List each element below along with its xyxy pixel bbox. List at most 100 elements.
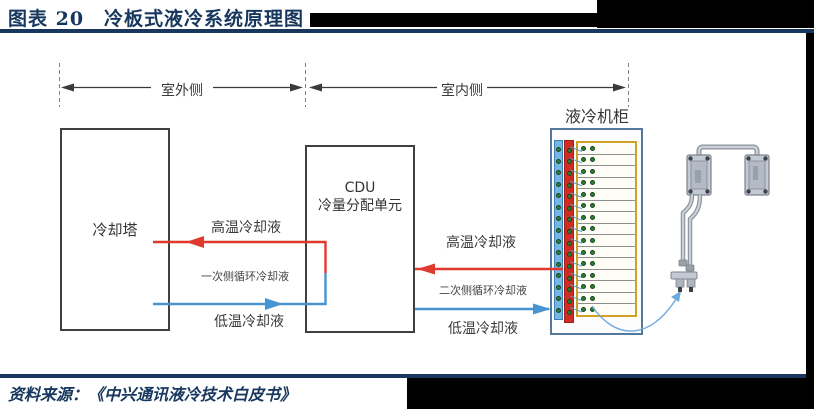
manifold-port-dot: [556, 273, 561, 279]
secondary-cold-coolant-label: 低温冷却液: [448, 321, 518, 337]
hot-manifold: [564, 140, 574, 323]
server-rows: [576, 141, 637, 317]
manifold-port-dot: [566, 147, 572, 153]
server-port-dot: [581, 145, 586, 151]
manifold-port-dot: [556, 216, 561, 222]
server-row: [578, 201, 635, 213]
server-row: [578, 258, 635, 270]
manifold-port-dot: [566, 298, 572, 304]
cdu-label-line2: 冷量分配单元: [318, 198, 402, 214]
manifold-port-dot: [566, 194, 572, 200]
cooling-tower-box: 冷却塔: [60, 128, 170, 331]
server-port-dot: [590, 272, 595, 278]
server-port-dot: [590, 249, 595, 255]
source-attribution: 资料来源： 《中兴通讯液冷技术白皮书》: [8, 385, 297, 404]
quick-connect-flange: [670, 271, 698, 280]
server-port-dot: [590, 168, 595, 174]
server-port-dot: [590, 226, 595, 232]
manifold-port-dot: [556, 296, 561, 302]
manifold-port-dot: [566, 170, 572, 176]
secondary-hot-coolant-label: 高温冷却液: [446, 235, 516, 251]
cold-plate-right: [744, 154, 770, 196]
server-port-dot: [581, 203, 586, 209]
server-port-dot: [590, 180, 595, 186]
manifold-port-dot: [566, 240, 572, 246]
primary-loop-label: 一次侧循环冷却液: [201, 270, 289, 283]
server-port-dot: [581, 238, 586, 244]
server-row: [578, 247, 635, 259]
primary-cold-arrowhead: [265, 298, 283, 310]
cooling-tower-label: 冷却塔: [92, 221, 138, 239]
server-port-dot: [581, 249, 586, 255]
cdu-box: CDU 冷量分配单元: [305, 145, 415, 333]
server-port-dot: [590, 203, 595, 209]
server-row: [578, 189, 635, 201]
server-port-dot: [590, 261, 595, 267]
manifold-port-dot: [556, 261, 561, 267]
primary-hot-coolant-label: 高温冷却液: [211, 220, 281, 236]
server-port-dot: [590, 295, 595, 301]
manifold-port-dot: [556, 307, 561, 313]
server-port-dot: [590, 191, 595, 197]
manifold-port-dot: [556, 158, 561, 164]
server-row: [578, 281, 635, 293]
server-port-dot: [581, 168, 586, 174]
manifold-port-dot: [556, 238, 561, 244]
indoor-side-label: 室内侧: [441, 83, 483, 99]
server-row: [578, 155, 635, 167]
server-port-dot: [581, 191, 586, 197]
figure-title: 图表 20 冷板式液冷系统原理图: [8, 8, 305, 30]
server-port-dot: [581, 272, 586, 278]
header-rule: [0, 29, 814, 33]
boundary-dashed-lines: [59, 63, 629, 107]
secondary-cold-arrowhead: [533, 303, 551, 315]
manifold-port-dot: [566, 205, 572, 211]
cropped-dark-region-top-right: [597, 0, 814, 28]
server-row: [578, 235, 635, 247]
server-port-dot: [590, 157, 595, 163]
server-port-dot: [590, 238, 595, 244]
manifold-port-dot: [556, 193, 561, 199]
server-port-dot: [581, 307, 586, 313]
server-port-dot: [581, 261, 586, 267]
secondary-loop-label: 二次侧循环冷却液: [439, 284, 527, 297]
footer-rule: [0, 374, 814, 378]
manifold-port-dot: [556, 170, 561, 176]
server-port-dot: [581, 295, 586, 301]
cold-plate-left: [686, 154, 712, 196]
cold-plate-assembly: [670, 144, 770, 292]
server-row: [578, 212, 635, 224]
manifold-port-dot: [566, 275, 572, 281]
cold-manifold: [554, 140, 563, 320]
server-row: [578, 270, 635, 282]
manifold-port-dot: [566, 229, 572, 234]
server-port-dot: [590, 284, 595, 290]
cdu-label-line1: CDU: [344, 180, 376, 196]
manifold-port-dot: [566, 182, 572, 188]
manifold-port-dot: [566, 159, 572, 165]
server-port-dot: [581, 226, 586, 232]
hose-arrowhead: [671, 291, 681, 302]
server-row: [578, 304, 635, 315]
manifold-port-dot: [556, 181, 561, 187]
server-row: [578, 143, 635, 155]
server-row: [578, 293, 635, 305]
outdoor-side-label: 室外侧: [161, 83, 203, 99]
server-row: [578, 166, 635, 178]
server-port-dot: [590, 214, 595, 220]
manifold-port-dot: [566, 252, 572, 258]
manifold-port-dot: [556, 147, 561, 153]
primary-hot-arrowhead: [186, 236, 204, 248]
server-port-dot: [581, 284, 586, 290]
manifold-port-dot: [556, 284, 561, 290]
primary-cold-coolant-label: 低温冷却液: [214, 314, 284, 330]
server-port-dot: [581, 180, 586, 186]
server-port-dot: [581, 214, 586, 220]
server-port-dot: [590, 307, 595, 313]
manifold-port-dot: [556, 204, 561, 210]
server-port-dot: [581, 157, 586, 163]
secondary-hot-arrowhead: [417, 263, 435, 275]
server-port-dot: [590, 145, 595, 151]
manifold-port-dot: [556, 227, 561, 233]
